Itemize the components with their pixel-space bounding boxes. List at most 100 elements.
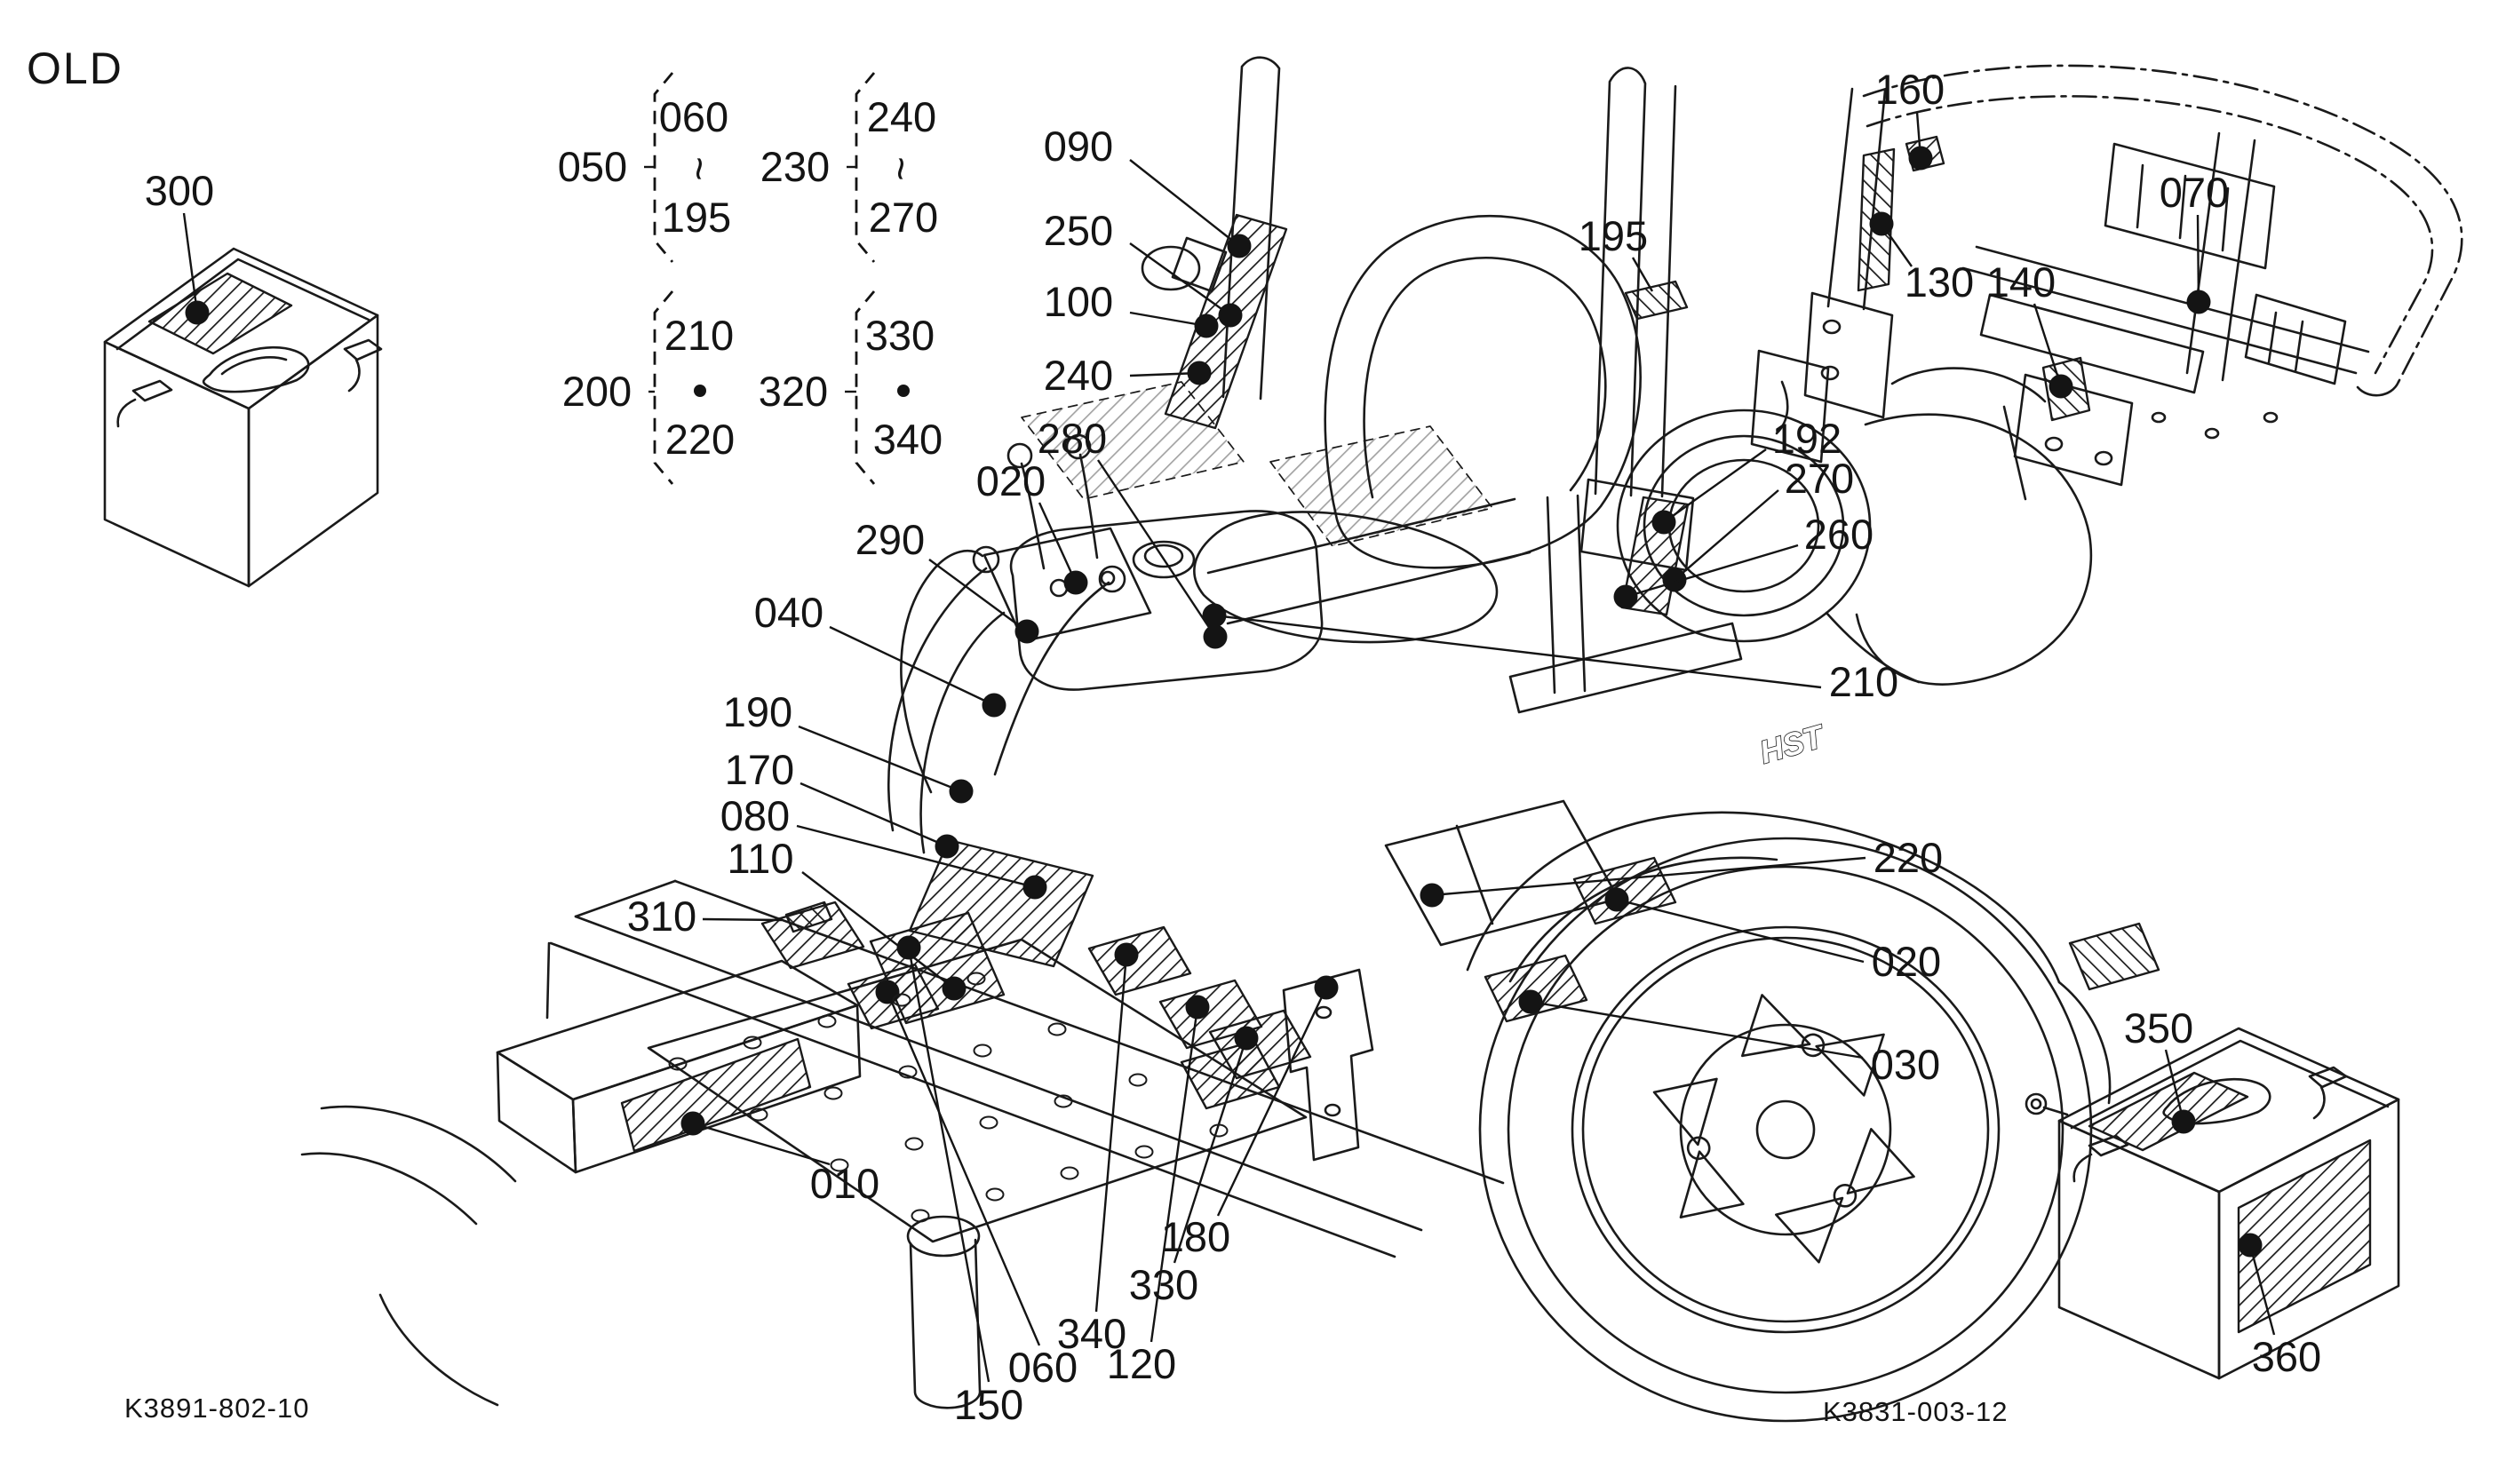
battery-side-face (247, 313, 379, 588)
leader-040 (829, 625, 995, 707)
dot-250 (1218, 303, 1243, 328)
bracket-hole-1 (1315, 1005, 1333, 1020)
wheel-spokes-shape (1815, 1033, 1885, 1097)
leader-270 (1674, 489, 1779, 581)
lap-bar-grip-2 (1098, 565, 1126, 593)
callout-290: 290 (855, 516, 925, 563)
slotted-plate-2 (2244, 293, 2347, 385)
leader-100 (1129, 311, 1207, 328)
leader-220 (1431, 856, 1866, 897)
rear-fender (1466, 811, 2061, 984)
leader-300 (182, 212, 199, 313)
grille-decal-4 (1087, 925, 1192, 996)
dot-030 (1518, 989, 1543, 1014)
footplate-hole (817, 1014, 837, 1028)
callout-260: 260 (1804, 511, 1874, 558)
battery2-terminal-left (2072, 1134, 2129, 1183)
wheel-spokes-shape (1775, 1196, 1844, 1264)
footplate-hole (1134, 1145, 1154, 1159)
footplate-hole (1047, 1022, 1067, 1036)
callout-170: 170 (725, 746, 794, 793)
lower-rails (1961, 245, 2370, 375)
dot-220 (1420, 883, 1444, 908)
leader-330 (1173, 1037, 1248, 1264)
group-parent-320: 320 (759, 368, 828, 415)
dot-010 (680, 1111, 705, 1136)
rail-hole-1 (2151, 411, 2167, 424)
group-bracket-050 (653, 72, 674, 263)
leader-360 (2248, 1244, 2276, 1336)
callout-030: 030 (1871, 1041, 1940, 1088)
dot-340 (1114, 942, 1139, 967)
group-item-195: 195 (662, 194, 731, 241)
wheel-spokes (1741, 994, 1885, 1097)
dot-210 (1202, 603, 1227, 628)
muffler-outer (1616, 409, 1872, 643)
leader-340 (1094, 954, 1128, 1313)
leader-290 (928, 559, 1028, 632)
callout-010: 010 (810, 1160, 879, 1207)
callout-300: 300 (145, 167, 214, 214)
drawing-code-right: K3831-003-12 (1823, 1396, 2009, 1427)
frame-rail-ends (545, 879, 677, 1020)
callout-020: 020 (976, 457, 1046, 504)
wheel-spokes-shape (1686, 1136, 1711, 1161)
dot-110 (942, 976, 967, 1001)
rail-hole-2 (2204, 427, 2220, 440)
wheel-spokes-shape (1833, 1184, 1858, 1208)
dot-080 (1022, 875, 1047, 900)
battery-terminal-left (116, 379, 173, 428)
callout-350: 350 (2124, 1004, 2193, 1051)
dash-fender-curves (887, 567, 1006, 854)
old-condition-label: OLD (27, 44, 123, 93)
caster-pivot (906, 1215, 981, 1258)
transaxle (1384, 799, 1620, 947)
group-item-060: 060 (659, 93, 728, 140)
callout-210: 210 (1829, 658, 1898, 705)
hst-marking: HST (1755, 718, 1829, 771)
fuel-cap (1143, 544, 1184, 568)
footplate-hole (1054, 1094, 1073, 1108)
callout-110: 110 (728, 835, 794, 882)
callout-195: 195 (1579, 212, 1648, 259)
dot-300 (185, 300, 210, 325)
footplate-hole (904, 1137, 924, 1151)
belt-buckle (1171, 236, 1228, 293)
caster-wheel-arcs (300, 1105, 517, 1407)
group-parent-230: 230 (760, 143, 830, 190)
callout-140: 140 (1986, 258, 2056, 306)
wheel-spokes (1652, 1077, 1745, 1219)
callout-130: 130 (1905, 258, 1974, 306)
battery2-side-face (2217, 1098, 2400, 1380)
dot-120 (1185, 995, 1210, 1020)
new-battery-illustration (2057, 1027, 2400, 1380)
rail-hole-3 (2263, 411, 2279, 424)
leader-110 (801, 871, 955, 989)
footplate-hole (668, 1057, 688, 1071)
fuel-filler-neck (1132, 540, 1196, 579)
bumper-decal (620, 1037, 812, 1153)
callout-190: 190 (723, 688, 792, 735)
dot-070 (2186, 290, 2211, 314)
hub-center (1755, 1099, 1816, 1160)
hanging-strap (2002, 405, 2027, 501)
fuel-tank (1009, 510, 1324, 691)
lever-knob-2 (1065, 433, 1092, 460)
leader-350 (2164, 1049, 2185, 1123)
dot-150 (896, 935, 921, 960)
muffler-mid (1643, 434, 1845, 617)
console-levers (1020, 453, 1099, 570)
dot-060 (875, 980, 900, 1004)
footplate-hole (898, 1065, 918, 1079)
group-item-220: 220 (665, 416, 735, 463)
leader-120 (1150, 1006, 1199, 1343)
leader-280 (1096, 459, 1217, 638)
callout-060: 060 (1008, 1344, 1078, 1391)
footplate-hole (1209, 1123, 1229, 1138)
channel-bar (1979, 293, 2205, 394)
leader-010 (692, 1122, 831, 1166)
dot-350 (2171, 1109, 2196, 1134)
footplate-hole (973, 1044, 992, 1058)
callout-360: 360 (2252, 1333, 2321, 1380)
rollbar-detail-illustration (1750, 64, 2463, 501)
